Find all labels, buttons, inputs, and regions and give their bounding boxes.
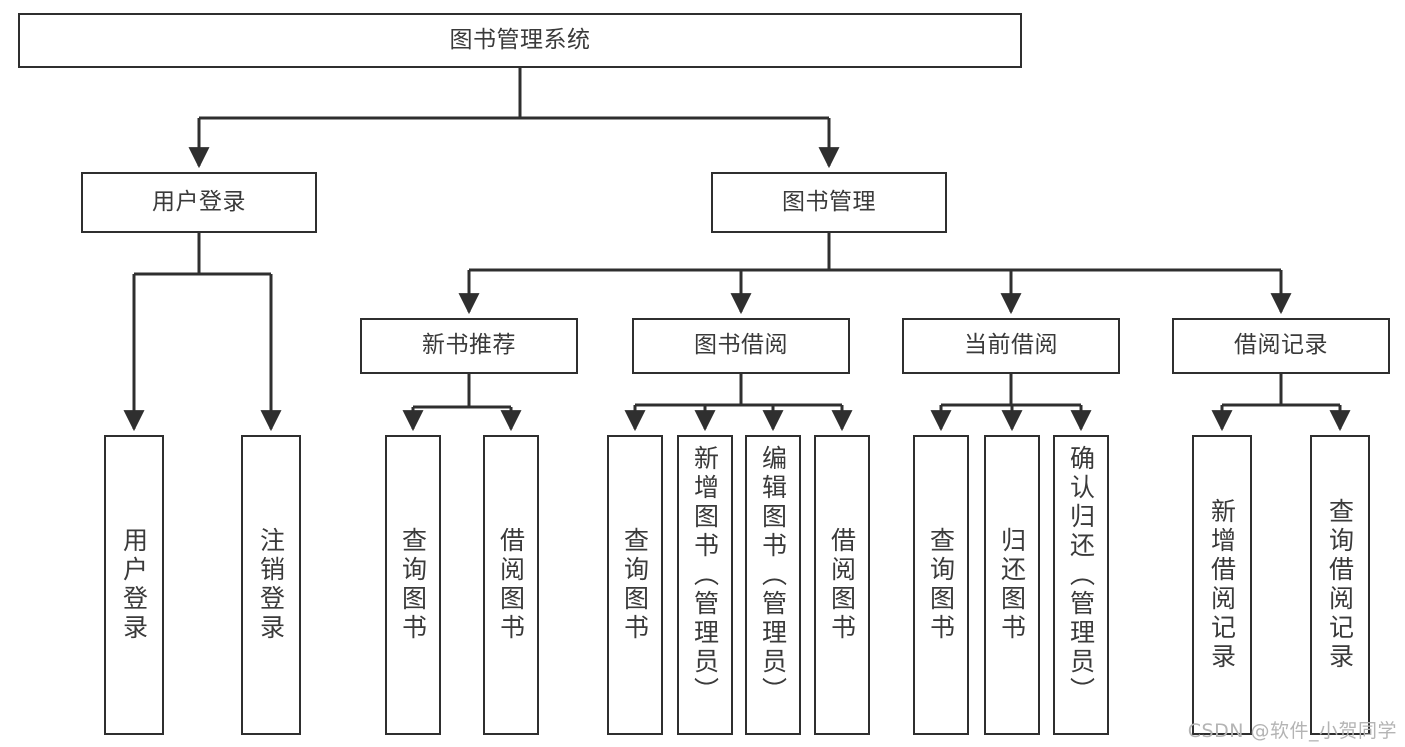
node-root[interactable]: 图书管理系统 [18,13,1022,68]
node-leaf-user-login-label: 用户登录 [119,527,149,643]
node-book-manage[interactable]: 图书管理 [711,172,947,233]
node-leaf-query-book-borrow[interactable]: 查询图书 [607,435,663,735]
node-borrow-record[interactable]: 借阅记录 [1172,318,1390,374]
node-user-login[interactable]: 用户登录 [81,172,317,233]
node-leaf-user-login[interactable]: 用户登录 [104,435,164,735]
node-leaf-borrow-book[interactable]: 借阅图书 [814,435,870,735]
node-leaf-query-book-current-label: 查询图书 [926,527,956,643]
node-new-book-recommend[interactable]: 新书推荐 [360,318,578,374]
node-leaf-query-book-rec[interactable]: 查询图书 [385,435,441,735]
node-new-book-recommend-label: 新书推荐 [422,332,516,359]
node-leaf-query-book-borrow-label: 查询图书 [620,527,650,643]
node-leaf-return-book[interactable]: 归还图书 [984,435,1040,735]
node-book-borrow-label: 图书借阅 [694,332,788,359]
node-leaf-logout[interactable]: 注销登录 [241,435,301,735]
watermark-text: CSDN @软件_小贺同学 [1187,720,1397,742]
node-leaf-add-book-admin-label: 新增图书（管理员） [690,445,720,706]
node-leaf-query-book-rec-label: 查询图书 [398,527,428,643]
node-leaf-return-book-label: 归还图书 [997,527,1027,643]
node-book-manage-label: 图书管理 [782,188,876,215]
node-leaf-query-borrow-record-label: 查询借阅记录 [1325,498,1355,672]
node-leaf-confirm-return-admin[interactable]: 确认归还（管理员） [1053,435,1109,735]
node-leaf-query-book-current[interactable]: 查询图书 [913,435,969,735]
node-leaf-borrow-book-rec[interactable]: 借阅图书 [483,435,539,735]
node-leaf-edit-book-admin[interactable]: 编辑图书（管理员） [745,435,801,735]
node-leaf-edit-book-admin-label: 编辑图书（管理员） [758,445,788,706]
node-borrow-record-label: 借阅记录 [1234,332,1328,359]
node-leaf-confirm-return-admin-label: 确认归还（管理员） [1066,445,1096,706]
node-leaf-borrow-book-rec-label: 借阅图书 [496,527,526,643]
node-leaf-logout-label: 注销登录 [256,527,286,643]
node-current-borrow-label: 当前借阅 [964,332,1058,359]
node-leaf-query-borrow-record[interactable]: 查询借阅记录 [1310,435,1370,735]
node-leaf-add-book-admin[interactable]: 新增图书（管理员） [677,435,733,735]
node-leaf-add-borrow-record[interactable]: 新增借阅记录 [1192,435,1252,735]
node-leaf-add-borrow-record-label: 新增借阅记录 [1207,498,1237,672]
node-leaf-borrow-book-label: 借阅图书 [827,527,857,643]
node-current-borrow[interactable]: 当前借阅 [902,318,1120,374]
node-user-login-label: 用户登录 [152,188,246,215]
node-root-label: 图书管理系统 [449,26,591,53]
node-book-borrow[interactable]: 图书借阅 [632,318,850,374]
